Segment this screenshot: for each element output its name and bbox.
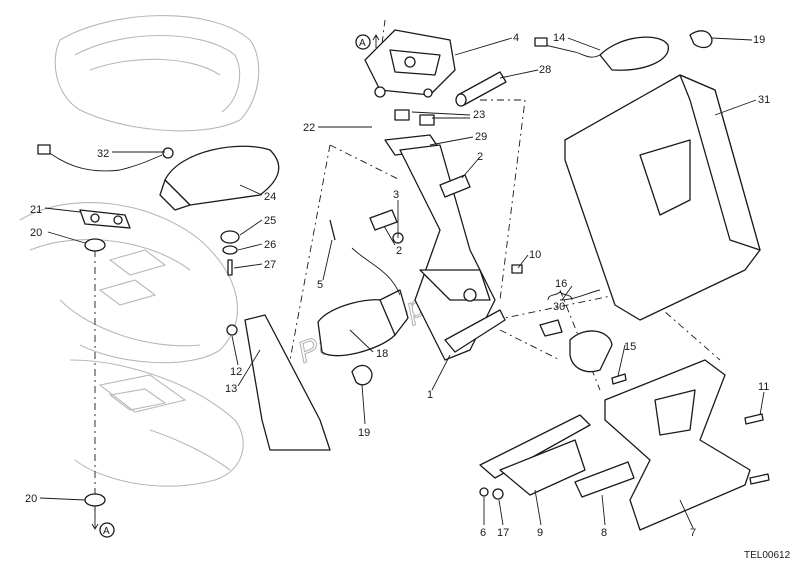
callout-23: 23 — [473, 109, 485, 121]
callout-8: 8 — [601, 527, 607, 539]
callout-2-lower: 2 — [396, 245, 402, 257]
grommet-upper — [84, 238, 106, 252]
callout-19-lower: 19 — [358, 427, 370, 439]
callout-5: 5 — [317, 279, 323, 291]
callout-7: 7 — [690, 527, 696, 539]
left-side-bracket — [226, 314, 331, 451]
turn-signal-left — [317, 247, 409, 357]
reference-mark-a-top: A — [355, 34, 380, 50]
tail-light-assembly — [37, 144, 280, 211]
spacer-tube — [455, 71, 507, 107]
callout-17: 17 — [497, 527, 509, 539]
svg-text:A: A — [103, 526, 110, 537]
callout-28: 28 — [539, 64, 551, 76]
screws-11-15 — [611, 373, 770, 485]
callout-31: 31 — [758, 94, 770, 106]
license-plate-holder-cover — [564, 74, 761, 321]
svg-text:A: A — [359, 38, 366, 49]
callout-3: 3 — [393, 189, 399, 201]
callout-21: 21 — [30, 204, 42, 216]
callout-29: 29 — [475, 131, 487, 143]
diagram-reference-code: TEL00612 — [744, 550, 791, 561]
callout-6: 6 — [480, 527, 486, 539]
callout-22: 22 — [303, 122, 315, 134]
license-light — [539, 289, 613, 373]
callout-16: 16 — [555, 278, 567, 290]
grommet-lower — [84, 493, 106, 507]
callout-15: 15 — [624, 341, 636, 353]
reference-mark-a-bottom: A — [91, 508, 115, 538]
bracket-brace-16 — [547, 291, 573, 301]
callout-25: 25 — [264, 215, 276, 227]
callout-2-upper: 2 — [477, 151, 483, 163]
callout-19-top: 19 — [753, 34, 765, 46]
reflector — [574, 461, 635, 498]
callout-27: 27 — [264, 259, 276, 271]
upper-bracket — [364, 29, 456, 98]
callout-26: 26 — [264, 239, 276, 251]
callout-12: 12 — [230, 366, 242, 378]
main-support-bracket — [399, 144, 506, 361]
bulb-lower — [351, 364, 373, 386]
callout-20-upper: 20 — [30, 227, 42, 239]
license-plate-bracket — [604, 359, 751, 531]
callout-32: 32 — [97, 148, 109, 160]
callout-9: 9 — [537, 527, 543, 539]
callout-numbers: 4 28 14 19 31 22 23 29 2 3 2 5 10 16 30 … — [25, 32, 770, 539]
callout-18: 18 — [376, 348, 388, 360]
bracket-21 — [79, 209, 131, 229]
callout-1: 1 — [427, 389, 433, 401]
callout-30: 30 — [553, 301, 565, 313]
leader-lines — [39, 37, 765, 529]
bulb-upper — [689, 30, 713, 49]
bolt-stack — [220, 230, 240, 276]
screws-6-17 — [479, 487, 504, 500]
ghost-tail-bodywork — [19, 15, 260, 487]
turn-signal-right — [534, 36, 669, 71]
callout-10: 10 — [529, 249, 541, 261]
callout-14: 14 — [553, 32, 565, 44]
plate-support-rail — [479, 414, 591, 496]
nut-10 — [511, 264, 523, 274]
callout-4: 4 — [513, 32, 519, 44]
callout-13: 13 — [225, 383, 237, 395]
callout-11: 11 — [758, 381, 769, 393]
callout-24: 24 — [264, 191, 276, 203]
callout-20-lower: 20 — [25, 493, 37, 505]
